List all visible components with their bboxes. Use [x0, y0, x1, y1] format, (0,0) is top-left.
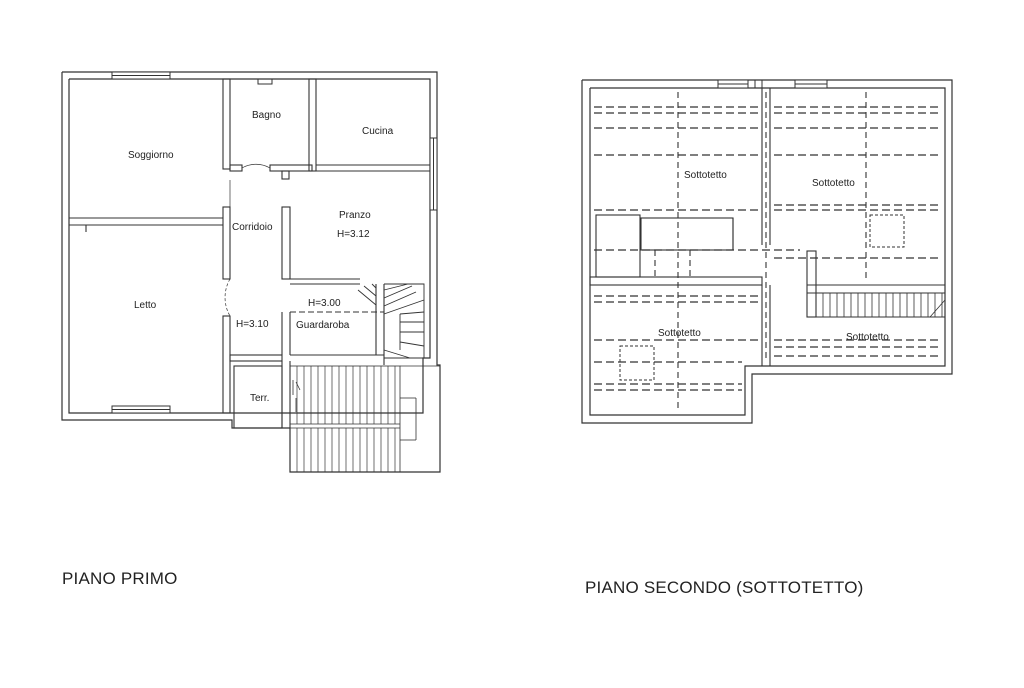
first-floor-interior-walls — [69, 78, 430, 429]
room-height-pranzo: H=3.12 — [337, 229, 370, 240]
second-floor-skylights — [619, 214, 905, 381]
second-floor-roof-beams — [594, 106, 942, 391]
second-floor-stairs — [815, 293, 946, 318]
room-label-bagno: Bagno — [252, 110, 281, 121]
second-floor-plan — [581, 79, 953, 424]
caption-piano-secondo: PIANO SECONDO (SOTTOTETTO) — [585, 578, 864, 597]
second-floor-exterior-walls — [581, 79, 953, 424]
room-label-sottotetto-4: Sottotetto — [846, 332, 889, 343]
room-label-sottotetto-2: Sottotetto — [812, 178, 855, 189]
first-floor-external-stairs — [289, 365, 440, 473]
room-label-terrazzo: Terr. — [250, 393, 269, 404]
first-floor-labels: Soggiorno Bagno Cucina Corridoio Pranzo … — [128, 110, 394, 404]
second-floor-axis-lines — [654, 92, 867, 410]
room-label-pranzo: Pranzo — [339, 210, 371, 221]
room-label-letto: Letto — [134, 300, 157, 311]
room-label-soggiorno: Soggiorno — [128, 150, 174, 161]
caption-piano-primo: PIANO PRIMO — [62, 569, 178, 588]
second-floor-windows — [717, 79, 828, 89]
room-label-sottotetto-1: Sottotetto — [684, 170, 727, 181]
first-floor-windows — [111, 71, 438, 414]
room-label-cucina: Cucina — [362, 126, 394, 137]
second-floor-labels: Sottotetto Sottotetto Sottotetto Sottote… — [658, 170, 889, 343]
room-label-sottotetto-3: Sottotetto — [658, 328, 701, 339]
room-label-corridoio: Corridoio — [232, 222, 273, 233]
first-floor-plan — [61, 71, 441, 473]
first-floor-door-arcs — [224, 163, 271, 317]
room-label-guardaroba: Guardaroba — [296, 320, 350, 331]
first-floor-internal-stairs — [357, 283, 425, 359]
room-height-guardaroba: H=3.00 — [308, 298, 341, 309]
second-floor-interior-walls — [589, 88, 945, 366]
room-height-letto: H=3.10 — [236, 319, 269, 330]
